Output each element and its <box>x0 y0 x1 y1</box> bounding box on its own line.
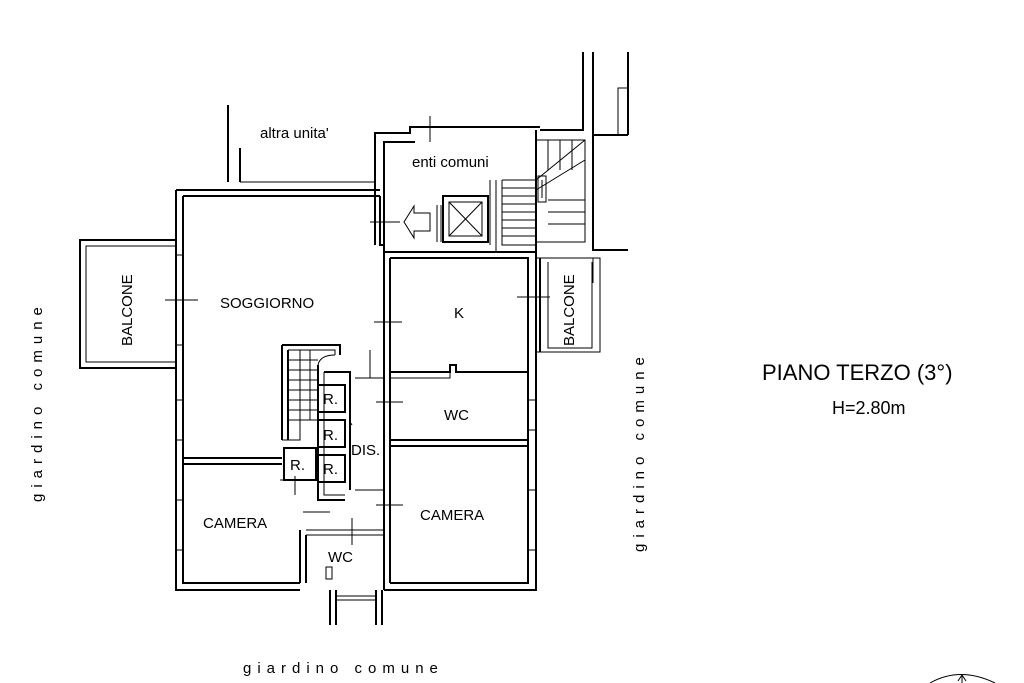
plan-height: H=2.80m <box>832 398 906 418</box>
label-giardino-bottom: giardino comune <box>243 660 444 677</box>
bottom-entrance <box>329 590 383 625</box>
interior-walls <box>176 254 536 583</box>
compass-icon <box>929 674 996 683</box>
room-label-storage-1: R. <box>323 391 338 408</box>
room-label-soggiorno: SOGGIORNO <box>220 295 314 312</box>
room-label-camera-right: CAMERA <box>420 507 484 524</box>
room-label-balcone-left: BALCONE <box>119 274 136 346</box>
staircase-icon <box>501 139 586 246</box>
room-label-wc-lower: WC <box>328 549 353 566</box>
room-label-storage-3: R. <box>323 461 338 478</box>
room-label-dis: DIS. <box>351 442 380 459</box>
room-label-balcone-right: BALCONE <box>561 274 578 346</box>
room-label-wc-upper: WC <box>444 407 469 424</box>
balcone-right <box>517 258 593 352</box>
internal-stair-icon <box>288 350 336 421</box>
label-giardino-left: giardino comune <box>29 301 46 502</box>
room-label-storage-4: R. <box>290 457 305 474</box>
label-enti-comuni: enti comuni <box>412 154 489 171</box>
room-label-storage-2: R. <box>323 427 338 444</box>
balcone-left <box>79 239 198 369</box>
label-altra-unita: altra unita' <box>260 125 329 142</box>
plan-title: PIANO TERZO (3°) <box>762 360 953 385</box>
common-area <box>370 52 629 283</box>
neighbour-walls <box>227 105 375 183</box>
room-label-camera-left: CAMERA <box>203 515 267 532</box>
apartment-outline <box>175 189 601 591</box>
room-label-kitchen: K <box>454 305 464 322</box>
label-giardino-right: giardino comune <box>631 351 648 552</box>
